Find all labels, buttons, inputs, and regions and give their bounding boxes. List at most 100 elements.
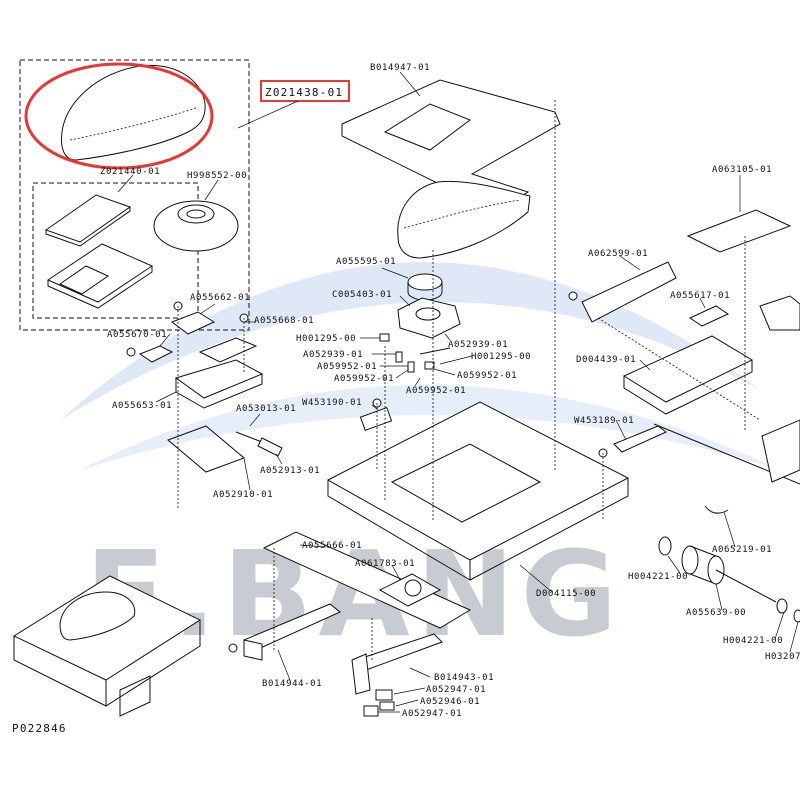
bracket-plate — [198, 337, 258, 363]
chassis-opening — [390, 443, 542, 523]
top-cover-window — [383, 103, 472, 151]
bracket-plate — [170, 311, 216, 335]
left-bracket-assembly — [126, 301, 283, 473]
chassis-left-edge — [327, 480, 471, 581]
clip-part — [704, 505, 729, 514]
bottom-slide-parts — [228, 603, 443, 717]
knob-housing-part — [397, 297, 461, 339]
part-label-w453189: W453189-01 — [574, 416, 634, 426]
cone-top-part — [177, 204, 215, 224]
part-label-d004115: D004115-00 — [536, 589, 596, 599]
roller-end-part — [681, 545, 699, 575]
lower-shell-seam — [403, 199, 521, 229]
screw-part — [395, 351, 403, 363]
lower-rail-part — [262, 531, 472, 629]
pin-part — [419, 347, 451, 355]
part-label-a059952a: A059952-01 — [317, 362, 377, 372]
part-label-a059952b: A059952-01 — [457, 371, 517, 381]
part-label-a055639: A055639-00 — [686, 608, 746, 618]
part-label-b014944: B014944-01 — [262, 679, 322, 689]
knob-ring-part — [407, 273, 443, 291]
leader-lines — [117, 71, 799, 713]
part-label-a055662: A055662-01 — [190, 293, 250, 303]
bracket-base-edge — [175, 374, 263, 409]
floppy-disk-shutter — [58, 265, 110, 295]
part-label-a059952c: A059952-01 — [334, 374, 394, 384]
part-label-b014943: B014943-01 — [434, 673, 494, 683]
part-label-z021440: Z021440-01 — [100, 167, 160, 177]
highlight-label-box — [260, 80, 350, 102]
clip-part — [688, 305, 730, 327]
knob-assembly — [379, 273, 461, 373]
shell-cover-seam — [69, 107, 197, 141]
screw-part — [126, 347, 136, 357]
drawing-number: P022846 — [12, 722, 67, 735]
bracket-base — [174, 359, 264, 399]
card-part — [44, 194, 132, 243]
part-label-a059952d: A059952-01 — [406, 386, 466, 396]
clip-part — [379, 701, 395, 711]
slide-rail-end — [243, 639, 263, 661]
slide-rail-end — [351, 653, 371, 695]
part-label-a055670: A055670-01 — [107, 330, 167, 340]
part-labels: Z021438-01 Z021440-01 H998552-00 B014947… — [12, 63, 800, 735]
side-bracket-part — [759, 295, 800, 331]
right-side-parts — [568, 209, 800, 623]
part-label-a052947a: A052947-01 — [426, 685, 486, 695]
assembled-shell — [59, 591, 136, 641]
top-cover-plate — [341, 79, 561, 213]
assembled-unit — [12, 575, 202, 717]
part-label-a052946: A052946-01 — [420, 697, 480, 707]
part-label-a052913: A052913-01 — [260, 466, 320, 476]
highlight-circle — [24, 62, 214, 170]
watermark-swoosh — [80, 385, 780, 470]
part-label-a052947b: A052947-01 — [402, 709, 462, 719]
clip-part — [363, 705, 379, 717]
shaft-part — [715, 569, 777, 603]
part-label-a052939a: A052939-01 — [448, 340, 508, 350]
part-label-h998552: H998552-00 — [187, 171, 247, 181]
washer-part — [776, 598, 788, 614]
part-label-w453190: W453190-01 — [302, 398, 362, 408]
screw-part — [228, 643, 238, 653]
part-label-h004221b: H004221-00 — [723, 636, 783, 646]
part-label-h001295a: H001295-00 — [296, 334, 356, 344]
main-chassis — [262, 398, 630, 629]
part-label-c005403: C005403-01 — [332, 290, 392, 300]
part-label-h03207: H03207 — [765, 652, 800, 662]
part-label-a055668: A055668-01 — [254, 316, 314, 326]
part-label-a052939b: A052939-01 — [303, 350, 363, 360]
card-edge — [45, 207, 131, 247]
screw-part — [568, 291, 578, 301]
accessory-kit-group — [19, 59, 250, 331]
part-label-h004221a: H004221-00 — [628, 572, 688, 582]
plate-part — [686, 209, 792, 253]
knob-housing-hole — [415, 307, 441, 321]
spring-part — [379, 333, 390, 342]
spring-plate-part — [359, 406, 393, 432]
washer-part — [793, 609, 800, 623]
rod-part — [235, 431, 263, 443]
part-label-a055653: A055653-01 — [112, 401, 172, 411]
lower-shell-part — [397, 180, 531, 259]
clip-part — [138, 345, 174, 363]
floppy-disk-edge — [47, 266, 153, 309]
part-label-a061783: A061783-01 — [355, 559, 415, 569]
shell-cover-part — [61, 64, 206, 161]
cone-hole — [186, 209, 206, 219]
chassis-front-edge — [469, 478, 629, 581]
part-label-a053013: A053013-01 — [236, 404, 296, 414]
cone-base-part — [153, 200, 239, 252]
part-label-a052910: A052910-01 — [213, 490, 273, 500]
washer-part — [658, 536, 672, 556]
watermark-text: E.BANG — [85, 525, 623, 663]
guide-bracket-hole — [404, 579, 422, 597]
part-label-a055617: A055617-01 — [670, 291, 730, 301]
screw-part — [407, 361, 415, 373]
part-label-a062599: A062599-01 — [588, 249, 648, 259]
frame-edge — [623, 360, 753, 415]
alignment-lines — [177, 100, 761, 660]
part-label-z021438: Z021438-01 — [265, 86, 343, 99]
bracket-part — [581, 261, 677, 323]
